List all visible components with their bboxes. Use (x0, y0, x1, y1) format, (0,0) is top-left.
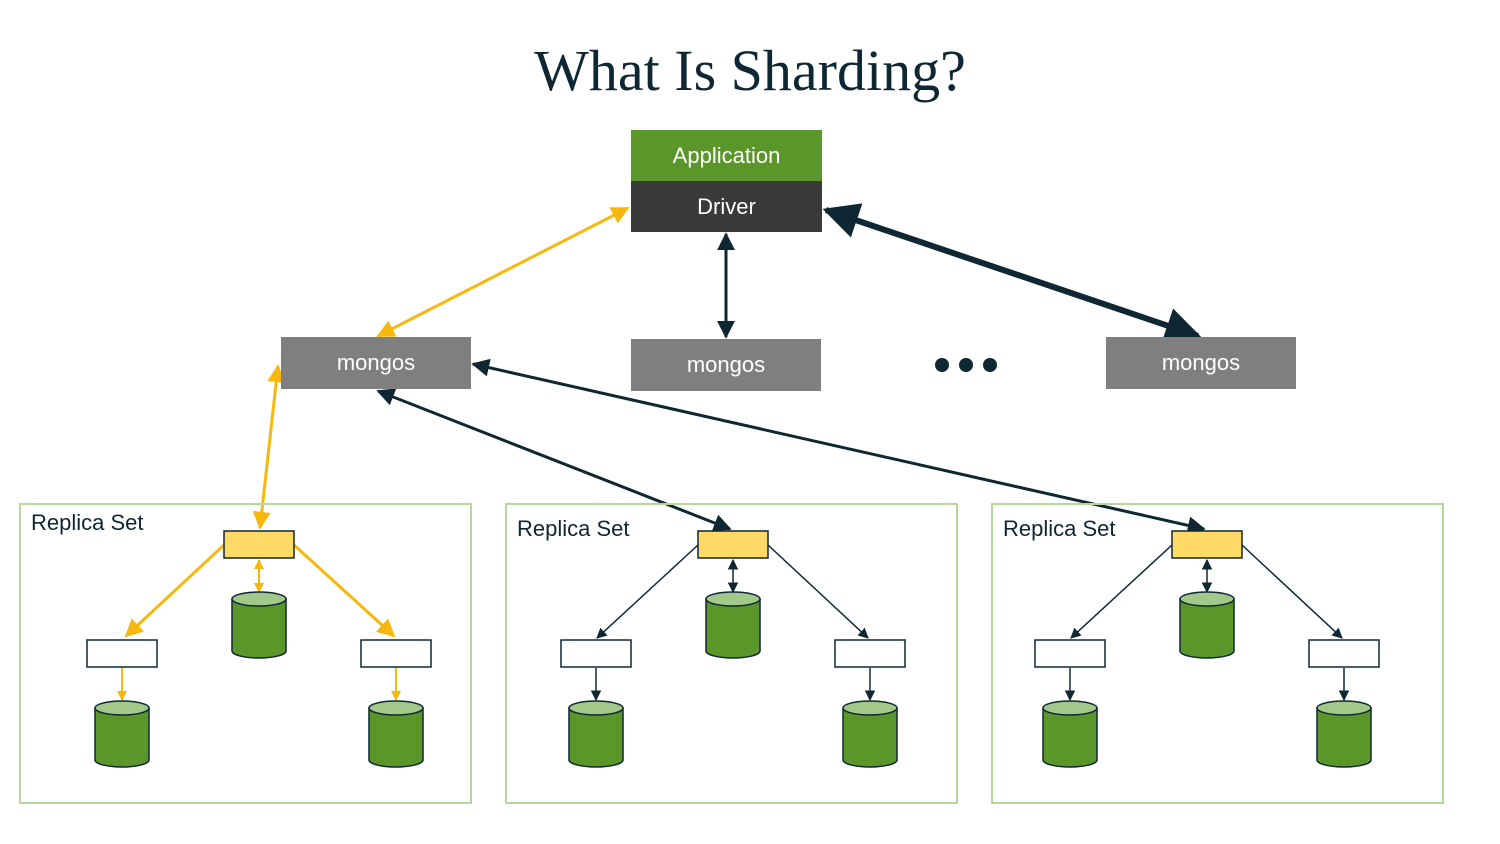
ellipsis-icon (935, 358, 997, 372)
replica-set-label: Replica Set (1003, 516, 1116, 541)
database-icon (368, 700, 424, 768)
database-icon (705, 591, 761, 659)
database-icon (842, 700, 898, 768)
replica-set-label: Replica Set (31, 510, 144, 535)
page-title: What Is Sharding? (534, 38, 966, 103)
mongos-router-3: mongos (1106, 337, 1296, 389)
link-mongos-rs1 (252, 364, 286, 530)
link-mongos-rs3 (471, 358, 1206, 535)
driver-label: Driver (697, 193, 756, 219)
primary-node (697, 530, 769, 559)
replica-set-1 (19, 503, 472, 804)
replica-set-3-graph (1034, 530, 1380, 702)
mongos-label: mongos (1161, 350, 1241, 375)
mongos-label: mongos (686, 352, 766, 377)
secondary-node (1034, 639, 1106, 668)
mongos-router-2: mongos (631, 339, 821, 391)
mongos-router-1: mongos (281, 337, 471, 389)
replica-set-3 (991, 503, 1444, 804)
replica-set-2 (505, 503, 958, 804)
primary-node (1171, 530, 1243, 559)
database-icon (1179, 591, 1235, 659)
database-icon (94, 700, 150, 768)
link-driver-mongos-3 (822, 203, 1202, 343)
mongos-label: mongos (336, 350, 416, 375)
secondary-node (834, 639, 906, 668)
replica-set-label: Replica Set (517, 516, 630, 541)
application-label: Application (672, 142, 781, 168)
replica-set-2-graph (560, 530, 906, 702)
database-icon (1042, 700, 1098, 768)
secondary-node (1308, 639, 1380, 668)
application-box: Application (631, 130, 822, 181)
driver-box: Driver (631, 181, 822, 232)
secondary-node (86, 639, 158, 668)
database-icon (568, 700, 624, 768)
primary-node (223, 530, 295, 559)
replica-set-1-graph (86, 530, 432, 701)
database-icon (1316, 700, 1372, 768)
link-driver-mongos-1 (376, 206, 630, 338)
secondary-node (360, 639, 432, 668)
secondary-node (560, 639, 632, 668)
database-icon (231, 591, 287, 659)
